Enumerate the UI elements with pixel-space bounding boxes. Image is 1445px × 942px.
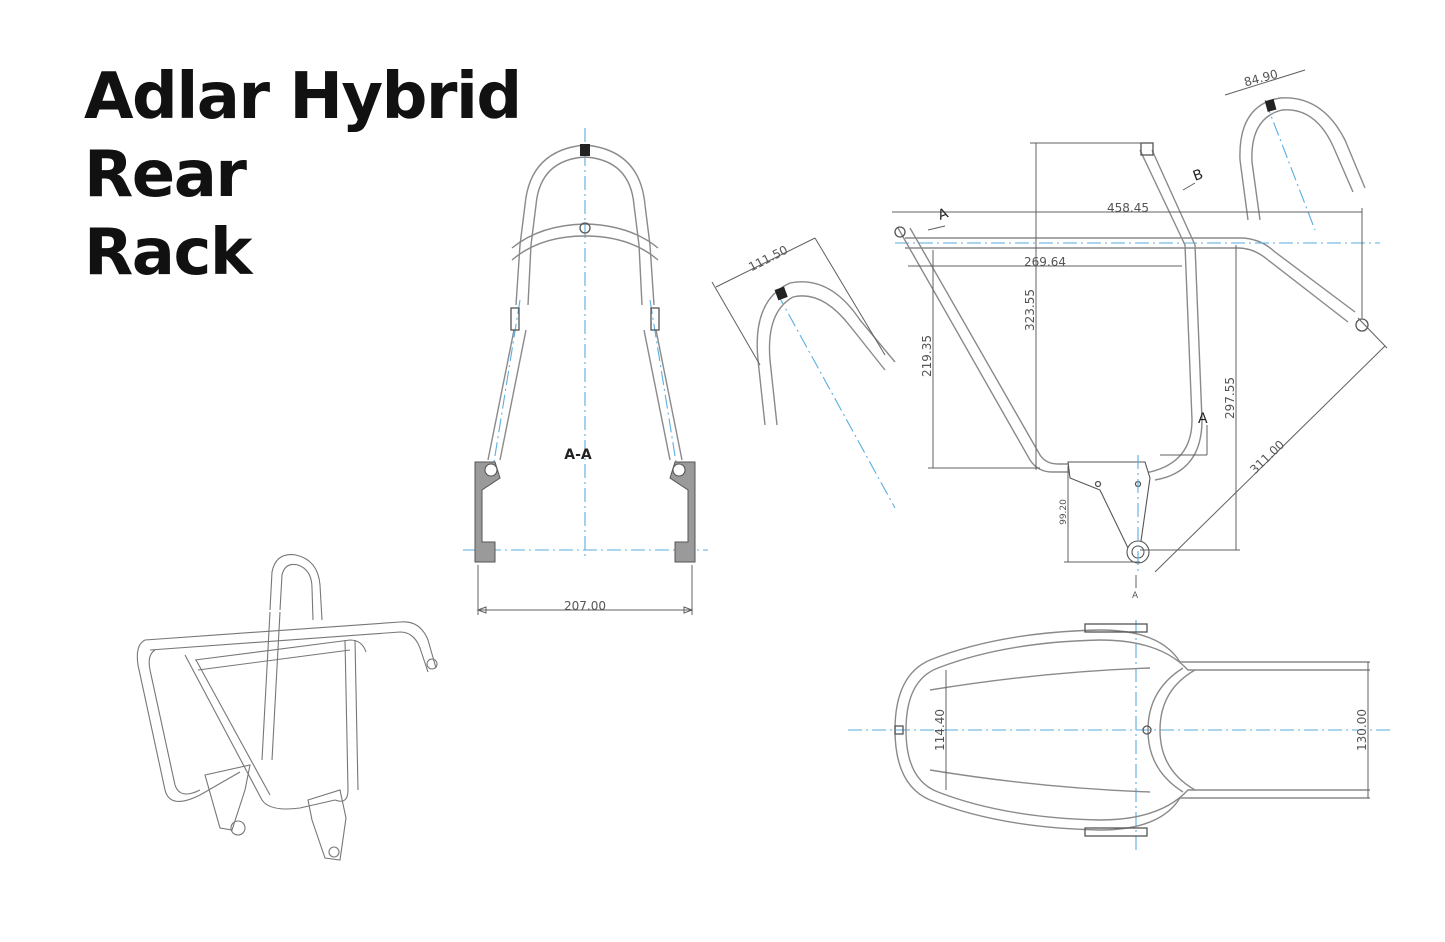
dim-111-ext-left	[711, 281, 761, 366]
dim-311-line	[1154, 345, 1386, 573]
dim-269-text: 269.64	[1024, 255, 1066, 269]
top-inner-rail-lower	[929, 769, 1151, 793]
section-right-strut-outer	[655, 329, 683, 461]
side-rear-strut-inner	[1151, 149, 1203, 481]
iso-upper-rail	[144, 621, 437, 669]
iso-center-strut	[261, 611, 281, 761]
side-top-connector	[1140, 142, 1154, 156]
iso-top-loop	[269, 554, 323, 621]
dim-311-text: 311.00	[1247, 437, 1287, 476]
top-inner-curve-2	[1147, 667, 1184, 793]
iso-diagonal-inner	[195, 659, 271, 796]
iso-top-loop-inner	[279, 563, 314, 621]
bend-detail-view: 111.50	[711, 237, 896, 509]
dim-111-line	[715, 237, 816, 288]
iso-left-side-inner	[148, 649, 201, 795]
marker-b-arrow	[1182, 182, 1196, 191]
side-bracket-bolt-1	[1094, 480, 1102, 488]
iso-left-bracket-hole	[230, 820, 246, 836]
top-inner-curve	[1159, 669, 1196, 791]
bend-outer	[756, 281, 896, 426]
side-front-strut-inner	[909, 227, 1072, 465]
top-inner-rail-upper	[929, 667, 1151, 691]
marker-a-arrow	[927, 225, 946, 231]
bend-b-outer	[1239, 97, 1366, 221]
bend-b-clamp	[1264, 98, 1277, 112]
title-line-1: Adlar Hybrid	[84, 60, 522, 134]
iso-right-bracket-hole	[328, 846, 340, 858]
top-bracket-upper	[1084, 623, 1148, 633]
section-left-strut-inner	[499, 329, 527, 461]
top-bracket-lower	[1084, 827, 1148, 837]
side-top-rail-inner	[905, 247, 1349, 323]
dim-114-text: 114.40	[933, 709, 947, 751]
bend-b-inner	[1251, 109, 1354, 221]
section-right-connector	[650, 307, 660, 331]
bend-centerline	[776, 292, 896, 509]
title-line-3: Rack	[84, 216, 252, 290]
iso-upper-rail-inner	[149, 631, 429, 673]
dim-311-ext	[1357, 317, 1388, 349]
iso-right-bracket	[307, 789, 347, 861]
dim-111-text: 111.50	[746, 243, 790, 275]
section-right-strut-centerline	[649, 299, 677, 463]
page-title: Adlar Hybrid Rear Rack	[84, 58, 522, 292]
dim-458-text: 458.45	[1107, 201, 1149, 215]
bend-inner	[768, 295, 886, 426]
dim-207-arrow-right	[683, 606, 694, 614]
iso-rail-end	[426, 658, 438, 670]
section-outer-loop-inner	[527, 156, 643, 306]
section-marker-a-2: A	[1198, 411, 1208, 427]
dim-207-arrow-left	[476, 606, 487, 614]
bend-detail-b-view: 84.90	[1224, 67, 1366, 231]
dim-219-text: 219.35	[920, 335, 934, 377]
section-view-a-a: 207.00 A-A	[463, 128, 708, 615]
iso-diagonal	[184, 654, 336, 810]
section-left-connector	[510, 307, 520, 331]
section-left-plate	[474, 461, 501, 563]
view-marker-b: B	[1191, 166, 1206, 184]
section-left-strut-outer	[487, 329, 515, 461]
dim-84-line	[1224, 69, 1306, 96]
dim-207-text: 207.00	[564, 599, 606, 613]
section-left-plate-hole	[484, 463, 498, 477]
dim-84-text: 84.90	[1243, 67, 1280, 89]
section-left-strut-centerline	[493, 299, 521, 463]
bend-clamp	[774, 286, 788, 301]
section-marker-a-3: A	[1132, 591, 1139, 601]
side-rear-strut-outer	[1139, 149, 1193, 473]
top-view: 114.40 130.00	[848, 620, 1390, 850]
section-crossbar-inner	[511, 235, 659, 261]
title-line-2: Rear	[84, 138, 247, 212]
dim-111-ext-right	[814, 237, 886, 356]
section-marker-a: A	[936, 205, 951, 223]
section-label: A-A	[564, 447, 592, 463]
side-front-end	[894, 226, 906, 238]
dim-323-text: 323.55	[1023, 289, 1037, 331]
isometric-view	[136, 554, 438, 861]
dim-130-text: 130.00	[1355, 709, 1369, 751]
side-top-rail-outer	[905, 237, 1356, 313]
side-front-strut-outer	[897, 227, 1072, 473]
section-right-plate-hole	[672, 463, 686, 477]
dim-99-text: 99.20	[1059, 499, 1069, 525]
iso-right-strut	[334, 639, 359, 802]
section-right-plate	[669, 461, 696, 563]
section-right-strut-inner	[643, 329, 671, 461]
side-rear-end	[1355, 318, 1369, 332]
section-crossbar	[511, 223, 659, 249]
iso-left-side	[136, 639, 241, 802]
top-front-mark	[894, 725, 904, 735]
bend-b-centerline	[1264, 99, 1316, 231]
iso-lower-rail	[194, 639, 367, 661]
iso-left-bracket	[204, 764, 251, 831]
iso-lower-rail-inner	[197, 649, 351, 671]
section-top-clamp	[580, 144, 590, 156]
dim-297-text: 297.55	[1223, 377, 1237, 419]
section-center-bolt	[579, 222, 591, 234]
side-view: 458.45 269.64 219.35 323.55 297.55 311.0…	[892, 142, 1388, 601]
top-outer-loop-inner	[905, 639, 1370, 821]
top-center-bolt	[1142, 725, 1152, 735]
